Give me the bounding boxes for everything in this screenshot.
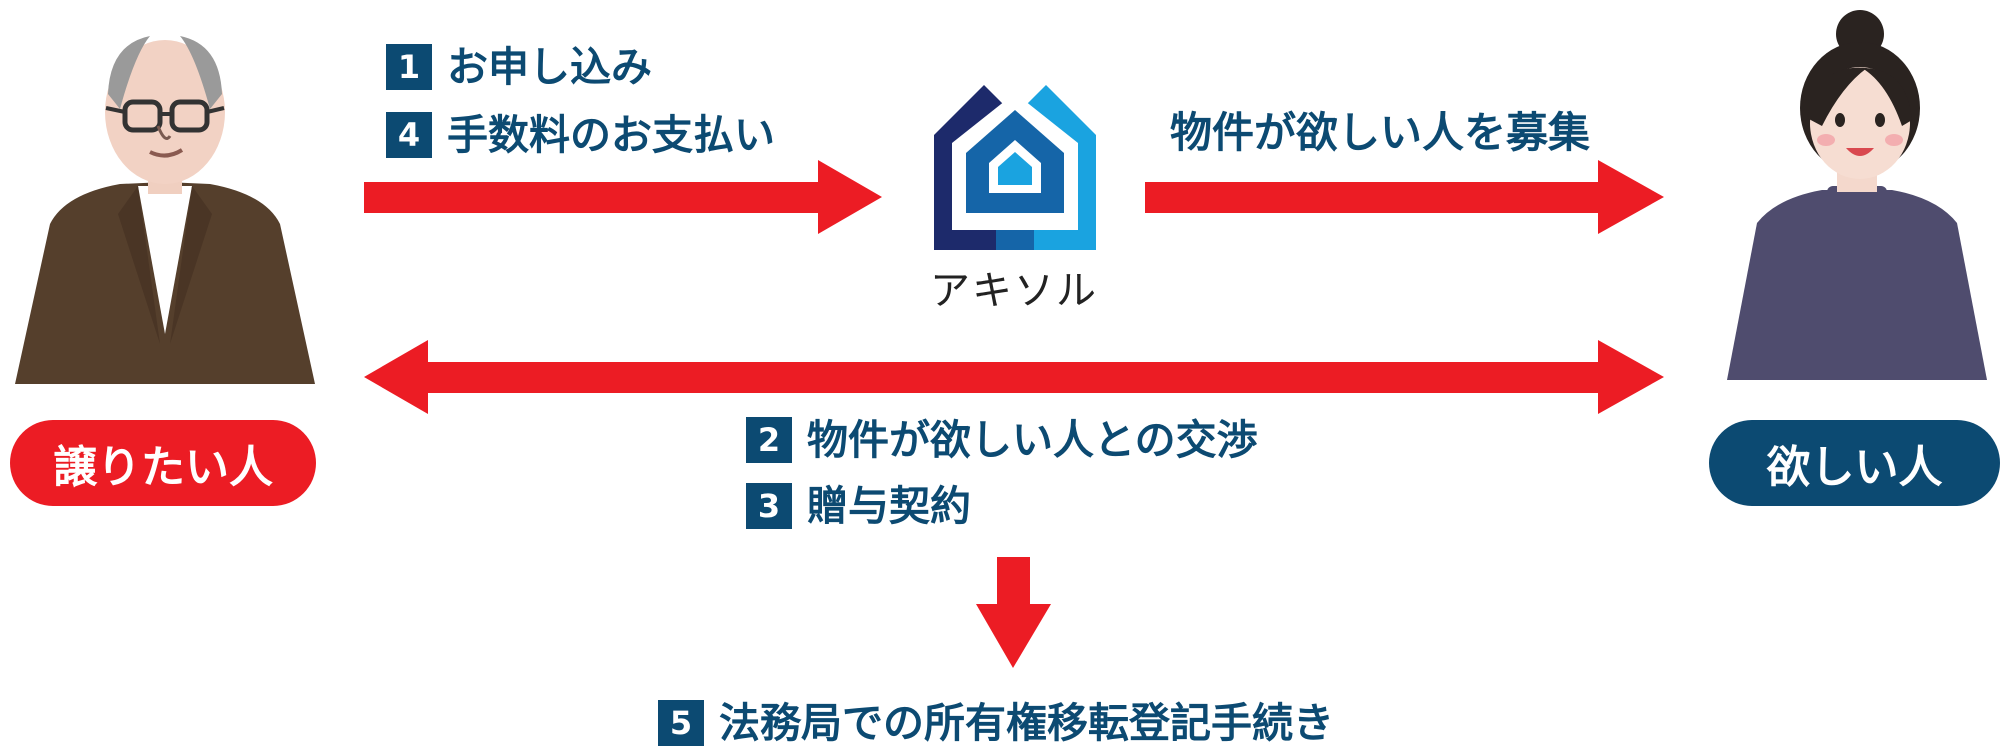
arrow-platform-to-receiver (1145, 160, 1664, 234)
step-label: 法務局での所有権移転登記手続き (719, 698, 1334, 747)
step-label: お申し込み (447, 42, 652, 91)
receiver-label: 欲しい人 (1709, 420, 2000, 506)
arrow-giver-to-platform (364, 160, 882, 234)
step-1-application: 1 お申し込み (386, 44, 652, 90)
logo-name: アキソル (930, 268, 1098, 314)
elderly-man-illustration (15, 36, 315, 384)
step-3-gift-contract: 3 贈与契約 (746, 483, 971, 529)
step-2-negotiation: 2 物件が欲しい人との交渉 (746, 417, 1258, 463)
step-label: 物件が欲しい人との交渉 (807, 415, 1258, 464)
step-number-badge: 5 (658, 700, 704, 746)
step-label: 手数料のお支払い (447, 110, 775, 159)
double-arrow-giver-receiver (364, 340, 1664, 414)
arrow-down-to-registration (976, 557, 1051, 668)
step-label: 贈与契約 (807, 481, 971, 530)
step-number-badge: 1 (386, 44, 432, 90)
step-5-registration: 5 法務局での所有権移転登記手続き (658, 700, 1334, 746)
step-number-badge: 4 (386, 112, 432, 158)
step-number-badge: 2 (746, 417, 792, 463)
step-4-fee-payment: 4 手数料のお支払い (386, 112, 775, 158)
house-logo-icon (934, 85, 1096, 250)
young-woman-illustration (1727, 10, 1987, 380)
recruit-buyer-label: 物件が欲しい人を募集 (1170, 108, 1591, 157)
step-number-badge: 3 (746, 483, 792, 529)
giver-label: 譲りたい人 (10, 420, 316, 506)
